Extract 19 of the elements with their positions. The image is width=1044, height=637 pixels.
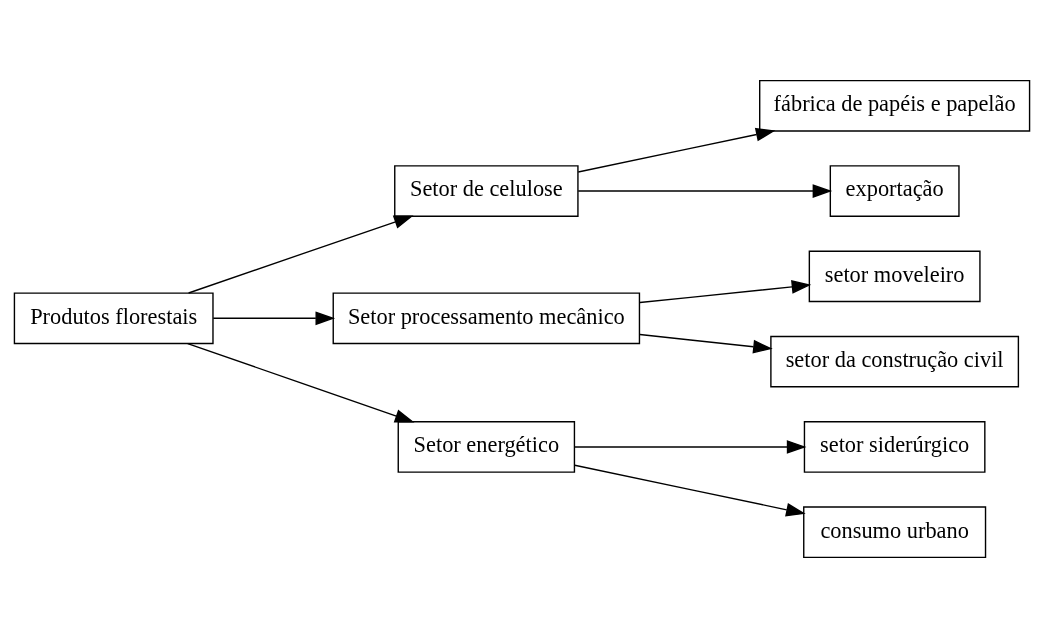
- node-box: Produtos florestais: [13, 291, 214, 344]
- node-box: setor siderúrgico: [803, 420, 986, 473]
- node-box: consumo urbano: [803, 505, 987, 558]
- arrow: [639, 279, 812, 303]
- node-box: exportação: [829, 164, 960, 217]
- node-box: Setor energético: [397, 420, 576, 473]
- arrow: [574, 464, 806, 516]
- node-box: setor moveleiro: [808, 250, 981, 302]
- node-box: setor da construção civil: [770, 335, 1020, 387]
- node-box: Setor processamento mecânico: [332, 291, 641, 344]
- arrow: [577, 183, 833, 198]
- node-box: Setor de celulose: [394, 164, 579, 217]
- node-box: fábrica de papéis e papelão: [759, 79, 1031, 132]
- arrow: [574, 439, 807, 454]
- arrow: [639, 333, 773, 353]
- arrow: [212, 310, 336, 325]
- arrow: [187, 342, 415, 422]
- arrow: [577, 127, 776, 173]
- arrow: [187, 215, 414, 294]
